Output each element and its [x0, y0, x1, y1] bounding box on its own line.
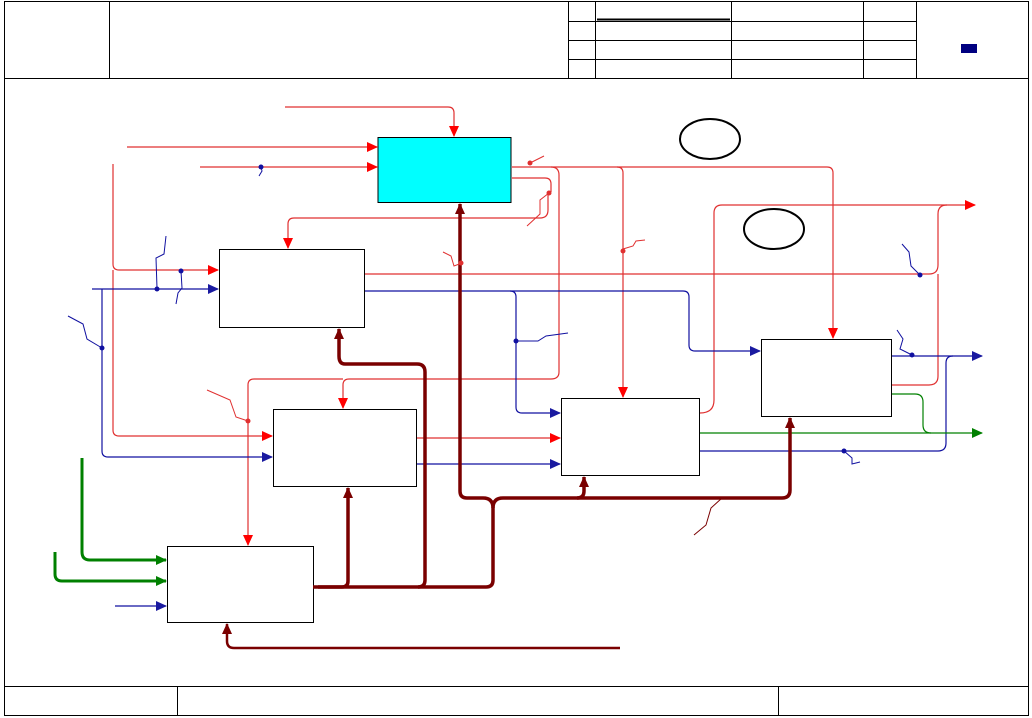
green-input-2	[53, 552, 167, 586]
mechanism-to-box6	[222, 623, 620, 650]
oval-marker-1	[679, 118, 741, 160]
input-box2-box5	[365, 290, 761, 356]
input-arrows	[92, 284, 983, 611]
green-arrows	[53, 393, 983, 586]
control-out-box4	[699, 204, 947, 414]
mechanism-arrows	[222, 203, 795, 650]
control-loop-6	[243, 378, 343, 546]
control-out-box5	[892, 274, 939, 386]
green-output-box5	[892, 393, 932, 434]
activity-box-6[interactable]	[167, 546, 314, 623]
activity-box-5[interactable]	[761, 339, 892, 417]
junction-dots	[99, 160, 923, 454]
activity-box-4[interactable]	[561, 398, 700, 476]
control-arrows	[112, 106, 976, 546]
control-down-box4	[616, 166, 628, 398]
mechanism-trunk	[313, 417, 795, 589]
control-feedback-2	[283, 193, 549, 249]
control-left-feed	[112, 164, 219, 275]
mechanism-to-box3	[318, 487, 353, 589]
diagram-frame	[4, 1, 1029, 716]
input-arrow-box3	[101, 289, 273, 462]
activity-boxes	[167, 137, 892, 623]
control-loop-3	[338, 166, 560, 409]
activity-box-1[interactable]	[377, 137, 512, 203]
control-out-box2	[365, 200, 976, 275]
control-arrow-top	[285, 106, 459, 137]
oval-marker-2	[743, 208, 805, 250]
activity-box-2[interactable]	[219, 249, 365, 328]
control-out-box1-b	[512, 177, 552, 192]
mechanism-to-box2	[334, 328, 427, 589]
input-box2-box4	[509, 290, 561, 418]
mechanism-to-box1	[455, 203, 495, 509]
control-left-feed-3	[112, 270, 273, 441]
mechanism-to-box4	[576, 476, 589, 500]
node-marker-icon	[961, 44, 977, 53]
green-input-1	[80, 458, 167, 565]
control-out-box1	[512, 166, 838, 339]
activity-box-3[interactable]	[273, 409, 417, 487]
